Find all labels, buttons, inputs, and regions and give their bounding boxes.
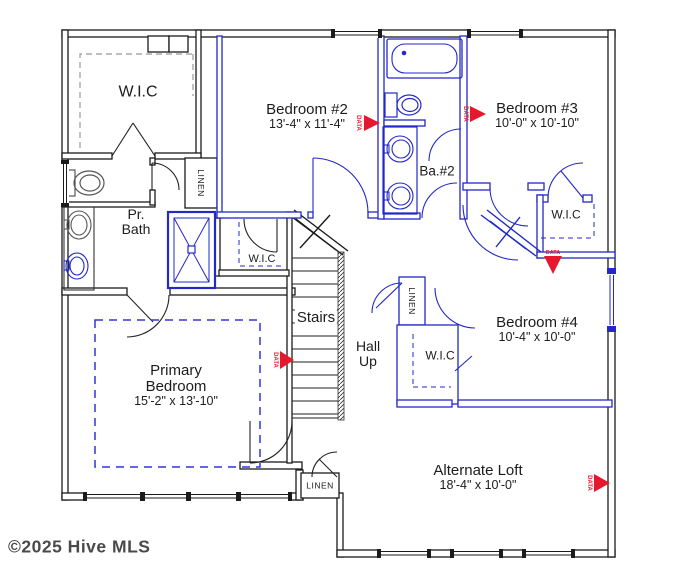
data-marker: DATA bbox=[462, 106, 486, 123]
room-label-pr-bath: Pr. Bath bbox=[121, 205, 151, 237]
sink-icon bbox=[63, 210, 92, 240]
doors-black bbox=[111, 122, 338, 478]
stairs-treads bbox=[292, 257, 338, 419]
primary-bath-fixtures bbox=[63, 169, 217, 291]
data-marker-label: DATA bbox=[462, 106, 468, 122]
closet-label-linen-vestibule: LINEN bbox=[306, 480, 334, 491]
chamfer-wall bbox=[480, 209, 542, 257]
data-marker: DATA bbox=[544, 250, 562, 274]
toilet-icon bbox=[384, 92, 422, 118]
watermark-copyright: ©2025 Hive MLS bbox=[8, 536, 151, 557]
sink-icon bbox=[63, 252, 89, 280]
closet-label-linen-upper: LINEN bbox=[196, 169, 206, 197]
room-label-bedroom4: Bedroom #4 10'-4" x 10'-0" bbox=[496, 314, 578, 345]
data-marker: DATA bbox=[586, 474, 610, 492]
data-marker-label: DATA bbox=[586, 475, 592, 491]
shower-icon bbox=[166, 210, 217, 290]
bath2-fixtures bbox=[382, 38, 463, 215]
room-label-hall-up: Hall Up bbox=[355, 337, 381, 369]
room-label-wic-hall: W.I.C bbox=[248, 253, 276, 266]
data-marker-label: DATA bbox=[546, 250, 560, 256]
data-marker: DATA bbox=[355, 115, 380, 132]
room-label-primary-bedroom: Primary Bedroom 15'-2" x 13'-10" bbox=[134, 362, 218, 409]
room-label-loft: Alternate Loft 18'-4" x 10'-0" bbox=[433, 462, 523, 493]
stair-landing-wall bbox=[287, 209, 349, 256]
room-label-stairs: Stairs bbox=[294, 308, 338, 326]
data-marker-label: DATA bbox=[355, 115, 361, 131]
room-label-bedroom2: Bedroom #2 13'-4" x 11'-4" bbox=[266, 101, 348, 132]
data-marker: DATA bbox=[272, 351, 294, 369]
room-label-wic-primary: W.I.C bbox=[118, 83, 158, 101]
data-markers: DATA DATA DATA DATA DATA bbox=[272, 106, 610, 492]
toilet-icon bbox=[63, 169, 105, 197]
sink-icon bbox=[383, 135, 414, 210]
closet-label-linen-hall: LINEN bbox=[407, 287, 417, 315]
data-marker-label: DATA bbox=[272, 352, 278, 368]
room-label-wic-bedroom4: W.I.C bbox=[425, 348, 455, 363]
bathtub-icon bbox=[386, 38, 463, 79]
room-label-bath2: Ba.#2 bbox=[419, 163, 455, 179]
windows bbox=[61, 29, 616, 558]
stairs-railing-wall bbox=[337, 251, 345, 421]
walls-blue bbox=[216, 35, 616, 408]
room-label-bedroom3: Bedroom #3 10'-0" x 10'-10" bbox=[495, 100, 579, 131]
closet-shelf-dashes bbox=[79, 53, 595, 388]
vanity-icon bbox=[382, 126, 418, 215]
doors-blue bbox=[312, 128, 584, 372]
tray-ceiling-dashed bbox=[94, 319, 261, 468]
vanity-icon bbox=[63, 206, 95, 291]
room-label-wic-bedroom3: W.I.C bbox=[551, 207, 581, 222]
